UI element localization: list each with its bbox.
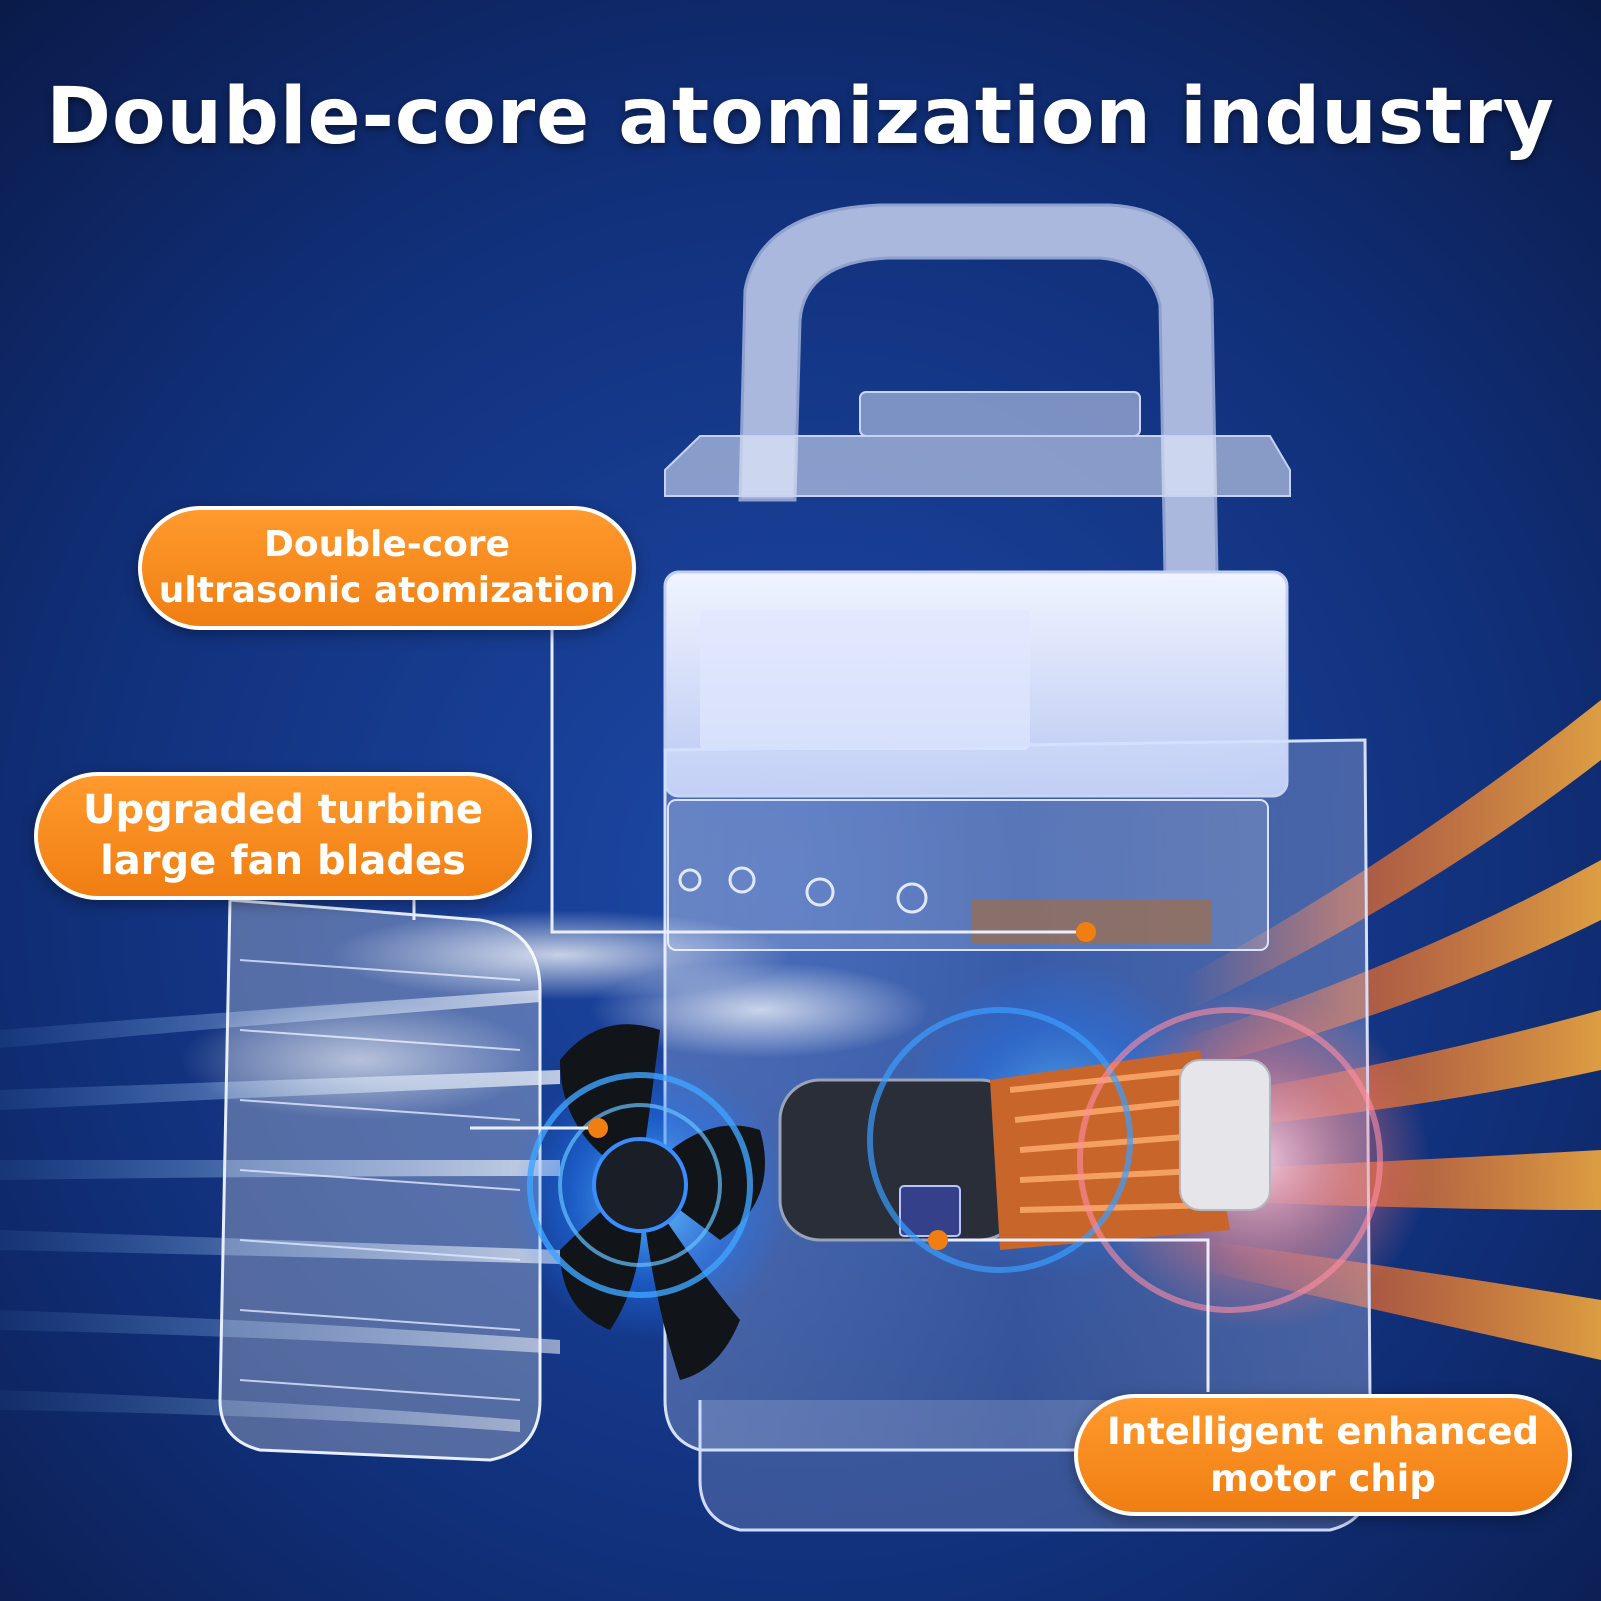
marker-dot-chip — [928, 1230, 948, 1250]
top-lid — [664, 391, 1291, 497]
marker-dot-fan — [588, 1118, 608, 1138]
callout-line-2: large fan blades — [100, 838, 466, 884]
callout-leader-lines — [412, 630, 1210, 1392]
callout-turbine-fan-blades: Upgraded turbine large fan blades — [34, 772, 532, 900]
callout-line-2: ultrasonic atomization — [158, 570, 616, 611]
callout-line-1: Upgraded turbine — [82, 786, 484, 833]
marker-dot-atomizer — [1076, 922, 1096, 942]
callout-line-1: Double-core — [264, 523, 510, 565]
callout-line-1: Intelligent enhanced — [1106, 1409, 1540, 1453]
callout-ultrasonic-atomization: Double-core ultrasonic atomization — [138, 506, 636, 630]
callout-line-2: motor chip — [1210, 1457, 1436, 1500]
fan-blades — [527, 1024, 765, 1380]
motor-assembly — [778, 1007, 1383, 1313]
water-tank — [663, 570, 1289, 798]
page-title: Double-core atomization industry — [46, 72, 1555, 162]
callout-motor-chip: Intelligent enhanced motor chip — [1074, 1394, 1572, 1516]
